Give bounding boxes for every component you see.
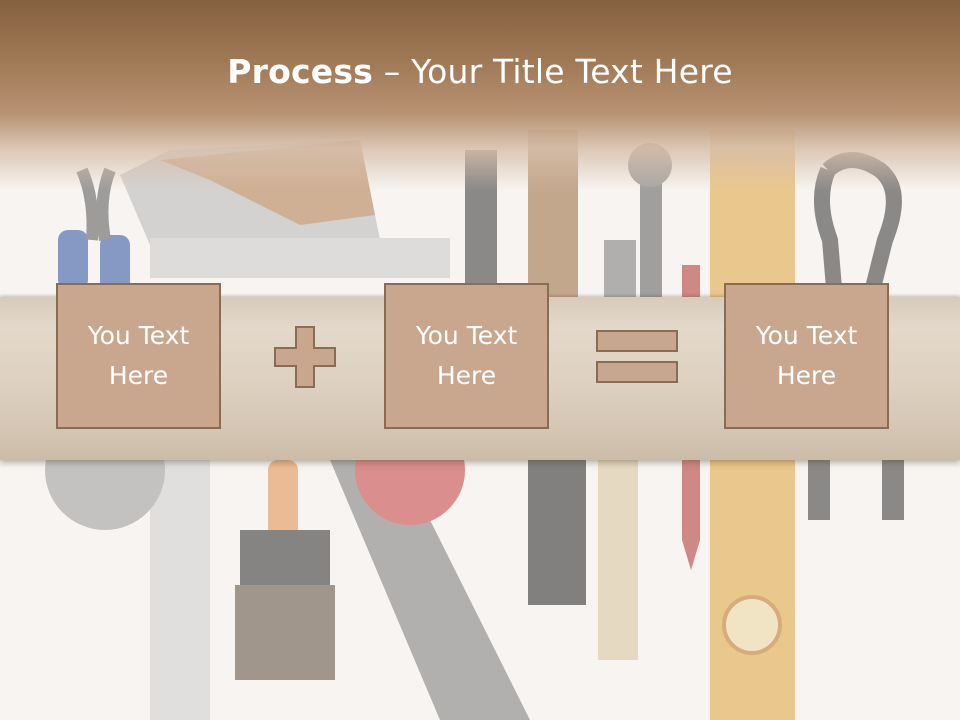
title-bold: Process (227, 52, 374, 91)
plus-icon (274, 326, 336, 388)
title-bar (0, 0, 960, 190)
slide-title[interactable]: Process – Your Title Text Here (0, 52, 960, 91)
process-box-1[interactable]: You Text Here (56, 283, 221, 429)
process-box-2[interactable]: You Text Here (384, 283, 549, 429)
process-box-3[interactable]: You Text Here (724, 283, 889, 429)
equals-icon (596, 330, 678, 383)
title-rest: – Your Title Text Here (373, 52, 733, 91)
